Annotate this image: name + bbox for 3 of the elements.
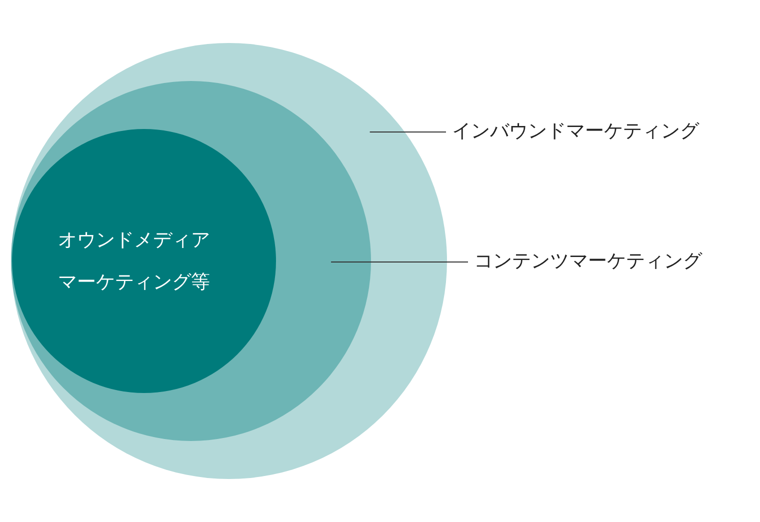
label-text: インバウンドマーケティング (452, 119, 700, 144)
label-text: コンテンツマーケティング (474, 249, 704, 274)
circle-label: オウンドメディアマーケティング等 (58, 228, 211, 295)
